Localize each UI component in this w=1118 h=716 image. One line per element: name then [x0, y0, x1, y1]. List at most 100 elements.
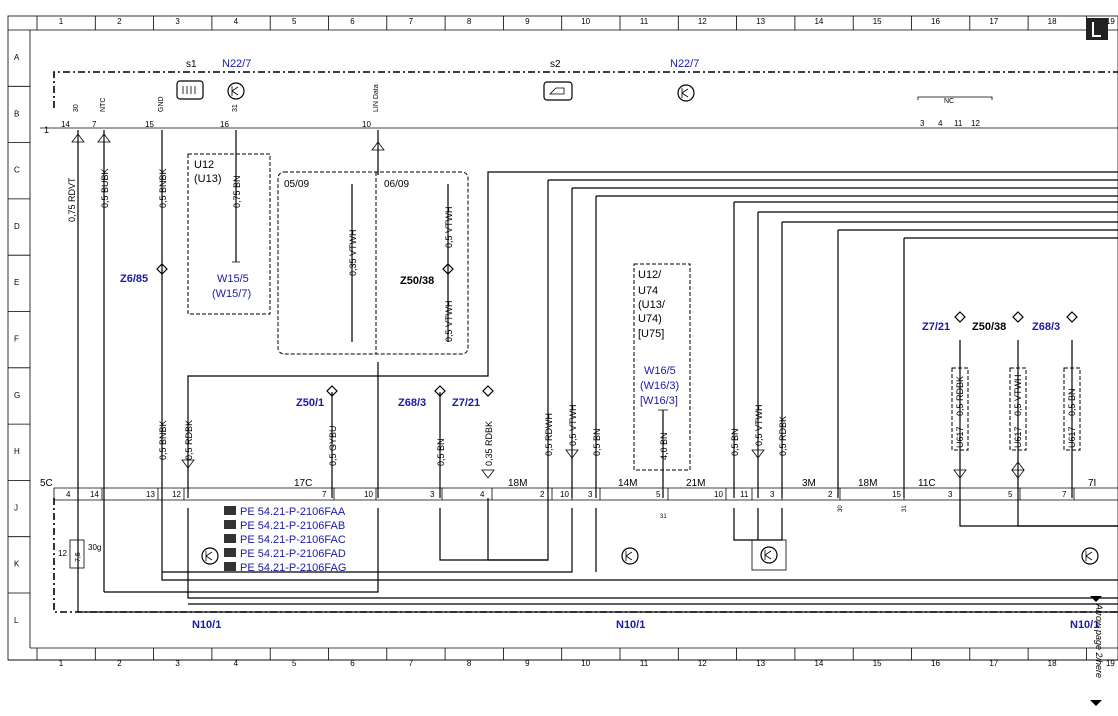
reference-link[interactable]: PE 54.21-P-2106FAB [240, 520, 345, 532]
wire-label: 0,5 RDBK [955, 376, 965, 416]
module-label: N10/1 [1070, 619, 1099, 631]
grid-column-label: 13 [756, 17, 765, 26]
connector-label: 14M [618, 478, 637, 489]
grid-column-label: 17 [989, 17, 998, 26]
grid-column-label: 16 [931, 659, 940, 668]
pin-number: 15 [145, 120, 154, 129]
grid-row-label: E [14, 278, 19, 287]
s2-label: s2 [550, 59, 561, 70]
grid-row-label: D [14, 222, 20, 231]
page-marker-icon[interactable] [1086, 18, 1108, 40]
grid-column-label: 5 [292, 17, 297, 26]
grid-column-label: 5 [292, 659, 297, 668]
grid-column-label: 12 [698, 659, 707, 668]
grid-row-label: J [14, 503, 18, 512]
page-arrow-label[interactable]: Arrow page 2/here [1094, 603, 1104, 678]
transistor-icon [751, 539, 787, 571]
reference-item[interactable]: PE 54.21-P-2106FAA [224, 506, 346, 518]
grid-column-label: 7 [409, 659, 414, 668]
wire-label: 0,5 VTWH [754, 404, 764, 446]
reference-link[interactable]: PE 54.21-P-2106FAA [240, 506, 346, 518]
splice-label: Z6/85 [120, 273, 148, 285]
variant-box-1 [187, 153, 271, 315]
fuse-rating: 7,5 [75, 552, 82, 562]
wire-label: 0,35 RDBK [484, 421, 494, 466]
splice-label: Z68/3 [1032, 321, 1060, 333]
grid-column-label: 14 [814, 659, 823, 668]
grid-column-label: 14 [814, 17, 823, 26]
bottom-pin-number: 3 [948, 490, 953, 499]
fuse [69, 539, 85, 569]
grid-column-label: 3 [175, 659, 180, 668]
code-wires [351, 184, 449, 342]
bottom-pin-number: 10 [714, 490, 723, 499]
pin-number: 14 [61, 120, 70, 129]
grid-row-label: C [14, 166, 20, 175]
splice-label: Z50/38 [972, 321, 1006, 333]
wire-label: 0,5 BN [436, 438, 446, 466]
wire-label: 0,5 RDWH [544, 413, 554, 456]
bottom-pin-number: 4 [480, 490, 485, 499]
n22-7-label-2: N22/7 [670, 58, 699, 70]
sub-pin: 31 [660, 514, 667, 520]
rear-defrost-icon [176, 80, 204, 100]
ground-label: W15/5 [217, 273, 249, 285]
reference-item[interactable]: PE 54.21-P-2106FAB [224, 520, 345, 532]
pin-name-31: 31 [232, 104, 239, 112]
grid-column-label: 10 [581, 659, 590, 668]
ground-label: (W15/7) [212, 288, 251, 300]
variant-label: U617 [955, 426, 965, 448]
reference-item[interactable]: PE 54.21-P-2106FAD [224, 548, 346, 560]
bottom-pin-number: 5 [656, 490, 661, 499]
bottom-pin-number: 3 [588, 490, 593, 499]
ground-label: [W16/3] [640, 395, 678, 407]
transistor-icon [201, 547, 219, 565]
variant-label: U12 [194, 159, 214, 171]
connector-left-number: 1 [44, 125, 49, 135]
wire-label: 0,5 VTWH [568, 404, 578, 446]
reference-item[interactable]: PE 54.21-P-2106FAG [224, 562, 346, 574]
variant-label: U12/ [638, 269, 662, 281]
splice-label: Z7/21 [452, 397, 480, 409]
fuse-number: 12 [58, 549, 67, 558]
grid-column-label: 15 [873, 659, 882, 668]
variant-label: U617 [1067, 426, 1077, 448]
arrow-down-icon [1090, 700, 1102, 706]
grid-row-label: B [14, 109, 19, 118]
variant-label: U74 [638, 285, 658, 297]
variant-label: (U13) [194, 173, 222, 185]
grid-column-label: 19 [1106, 17, 1115, 26]
grid-row-label: F [14, 335, 19, 344]
reference-link[interactable]: PE 54.21-P-2106FAG [240, 562, 346, 574]
grid-column-label: 2 [117, 659, 122, 668]
grid-column-label: 19 [1106, 659, 1115, 668]
grid-column-label: 1 [59, 659, 64, 668]
pin-name-gnd: GND [158, 96, 165, 112]
variant-box-3 [951, 367, 969, 451]
grid-column-label: 9 [525, 659, 530, 668]
bottom-pin-number: 14 [90, 490, 99, 499]
connector-label: 18M [508, 478, 527, 489]
grid-column-label: 7 [409, 17, 414, 26]
nc-pin: 11 [954, 119, 963, 128]
bottom-pin-number: 3 [770, 490, 775, 499]
grid-column-label: 18 [1048, 17, 1057, 26]
wire-label: 0,35 VTWH [348, 229, 358, 276]
module-label: N10/1 [192, 619, 221, 631]
bottom-pin-number: 2 [828, 490, 833, 499]
variant-label: (U13/ [638, 299, 666, 311]
bottom-connectors [53, 487, 1118, 501]
ground-label: (W16/3) [640, 380, 679, 392]
reference-item[interactable]: PE 54.21-P-2106FAC [224, 534, 346, 546]
reference-link[interactable]: PE 54.21-P-2106FAD [240, 548, 346, 560]
grid-column-label: 18 [1048, 659, 1057, 668]
reference-link[interactable]: PE 54.21-P-2106FAC [240, 534, 346, 546]
transistor-icon [1081, 547, 1099, 565]
frame [7, 15, 1118, 661]
module-top-border [53, 71, 1118, 108]
grid-column-label: 1 [59, 17, 64, 26]
wire-label: 0,5 RDBK [184, 420, 194, 460]
variant-box-2 [633, 263, 691, 471]
bottom-pin-number: 13 [146, 490, 155, 499]
